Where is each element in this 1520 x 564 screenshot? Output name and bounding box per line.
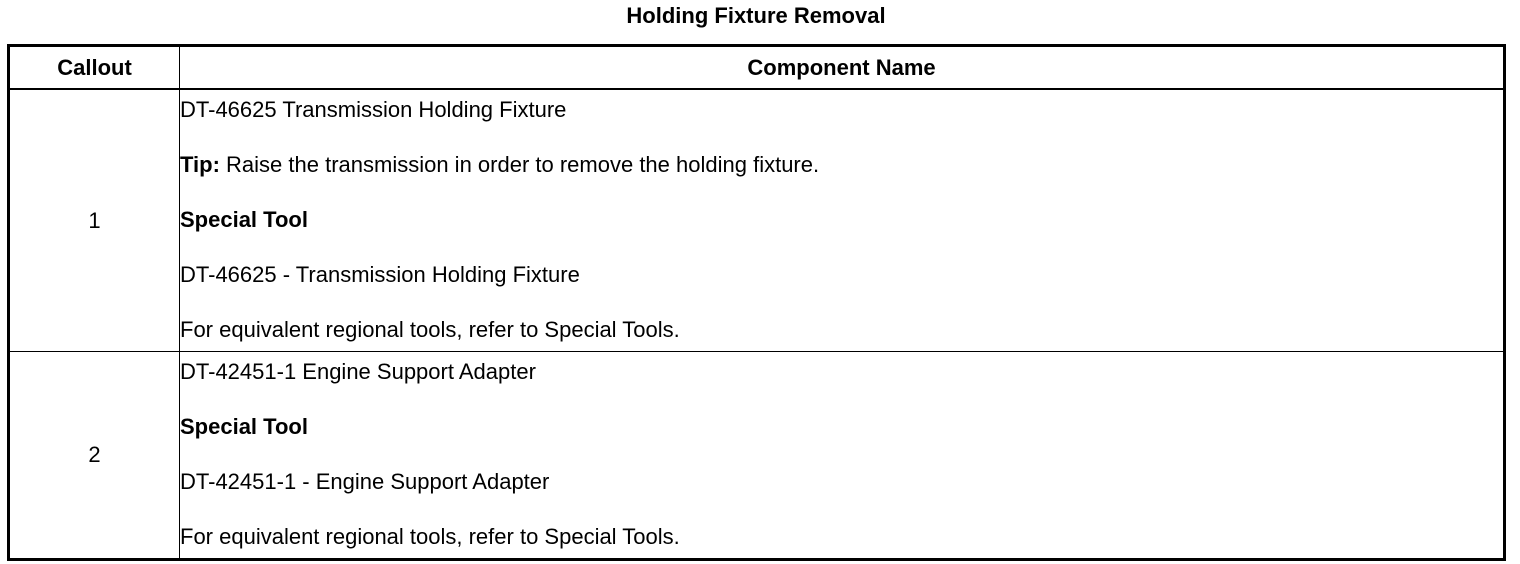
special-tool-label: Special Tool (180, 207, 308, 232)
equivalent-tools-note: For equivalent regional tools, refer to … (180, 317, 680, 342)
equivalent-tools-note: For equivalent regional tools, refer to … (180, 524, 680, 549)
component-name-header: Component Name (179, 45, 1505, 90)
component-name-cell: DT-46625 Transmission Holding Fixture Ti… (179, 88, 1505, 352)
callout-number: 1 (8, 88, 180, 352)
component-name: DT-46625 Transmission Holding Fixture (180, 97, 567, 122)
tip-line: Tip: Raise the transmission in order to … (180, 145, 1503, 200)
table-row: 2 DT-42451-1 Engine Support Adapter Spec… (8, 351, 1505, 560)
special-tool-name: DT-46625 - Transmission Holding Fixture (180, 262, 580, 287)
callout-number: 2 (8, 351, 180, 560)
component-table: Callout Component Name 1 DT-46625 Transm… (7, 44, 1506, 561)
component-name-cell: DT-42451-1 Engine Support Adapter Specia… (179, 351, 1505, 560)
tip-label: Tip: (180, 152, 220, 177)
page-title: Holding Fixture Removal (626, 3, 886, 28)
table-header-row: Callout Component Name (8, 45, 1505, 90)
callout-header: Callout (8, 45, 180, 90)
special-tool-name: DT-42451-1 - Engine Support Adapter (180, 469, 550, 494)
special-tool-label: Special Tool (180, 414, 308, 439)
table-row: 1 DT-46625 Transmission Holding Fixture … (8, 88, 1505, 352)
tip-text: Raise the transmission in order to remov… (219, 152, 820, 177)
component-name: DT-42451-1 Engine Support Adapter (180, 359, 536, 384)
